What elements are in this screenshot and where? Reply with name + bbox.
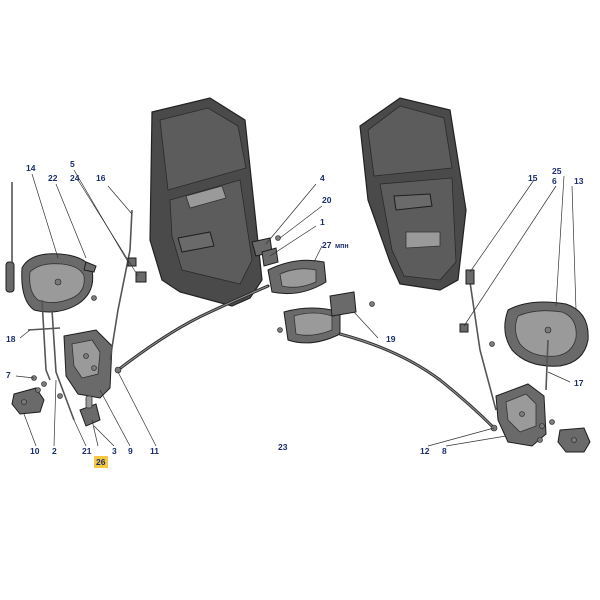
callout-23: 23 bbox=[278, 442, 288, 452]
callout-2: 2 bbox=[52, 446, 57, 456]
left-control-rod-2 bbox=[51, 309, 75, 421]
bolt-20 bbox=[275, 235, 281, 241]
callout-9: 9 bbox=[128, 446, 133, 456]
callout-1: 1 bbox=[320, 217, 325, 227]
right-door-latch bbox=[495, 383, 547, 447]
left-lock-cylinder bbox=[79, 395, 101, 427]
callout-22: 22 bbox=[48, 173, 58, 183]
callout-3: 3 bbox=[112, 446, 117, 456]
left-handle-grip-14 bbox=[5, 182, 15, 293]
callout-24: 24 bbox=[70, 173, 80, 183]
right-rod-15 bbox=[469, 281, 497, 411]
callout-10: 10 bbox=[30, 446, 40, 456]
bracket-1 bbox=[261, 247, 279, 267]
callout-15: 15 bbox=[528, 173, 538, 183]
left-release-cable bbox=[114, 284, 270, 374]
callout-11: 11 bbox=[150, 446, 159, 456]
left-door-trim-panel bbox=[149, 97, 263, 307]
callout-4: 4 bbox=[320, 173, 325, 183]
left-rod-clip-24 bbox=[135, 271, 147, 283]
right-clip-6 bbox=[459, 323, 469, 333]
left-door-latch bbox=[63, 329, 113, 399]
bracket-19 bbox=[329, 291, 375, 317]
callout-19: 19 bbox=[386, 334, 396, 344]
callout-7: 7 bbox=[6, 370, 11, 380]
callout-labels: 14 22 5 24 16 4 20 1 27 мпн 18 7 10 2 21… bbox=[6, 159, 584, 468]
right-rod-clip-15 bbox=[465, 269, 475, 285]
callout-12: 12 bbox=[420, 446, 430, 456]
left-bolts bbox=[31, 295, 97, 399]
left-rod-16 bbox=[109, 209, 133, 361]
right-outside-handle bbox=[504, 301, 589, 367]
left-striker bbox=[11, 387, 45, 415]
callout-21: 21 bbox=[82, 446, 92, 456]
left-outside-handle bbox=[21, 253, 97, 313]
callout-6: 6 bbox=[552, 176, 557, 186]
right-rod-17 bbox=[545, 339, 549, 391]
callout-20: 20 bbox=[322, 195, 332, 205]
right-striker bbox=[557, 427, 591, 453]
leader-lines bbox=[15, 169, 577, 447]
callout-26-highlight bbox=[94, 456, 108, 468]
right-bolts bbox=[489, 341, 555, 443]
bolt-right-handle bbox=[277, 327, 283, 333]
left-control-rod-7 bbox=[41, 299, 51, 381]
left-inside-handle bbox=[267, 259, 327, 295]
callout-14: 14 bbox=[26, 163, 36, 173]
callout-17: 17 bbox=[574, 378, 584, 388]
callout-27: 27 bbox=[322, 240, 332, 250]
right-release-cable bbox=[338, 332, 498, 432]
callout-26: 26 bbox=[96, 457, 106, 467]
callout-16: 16 bbox=[96, 173, 106, 183]
callout-5: 5 bbox=[70, 159, 75, 169]
right-door-trim-panel bbox=[359, 97, 467, 291]
callout-8: 8 bbox=[442, 446, 447, 456]
callout-25: 25 bbox=[552, 166, 562, 176]
callout-13: 13 bbox=[574, 176, 584, 186]
callout-18: 18 bbox=[6, 334, 16, 344]
callout-27-note: мпн bbox=[335, 243, 349, 250]
